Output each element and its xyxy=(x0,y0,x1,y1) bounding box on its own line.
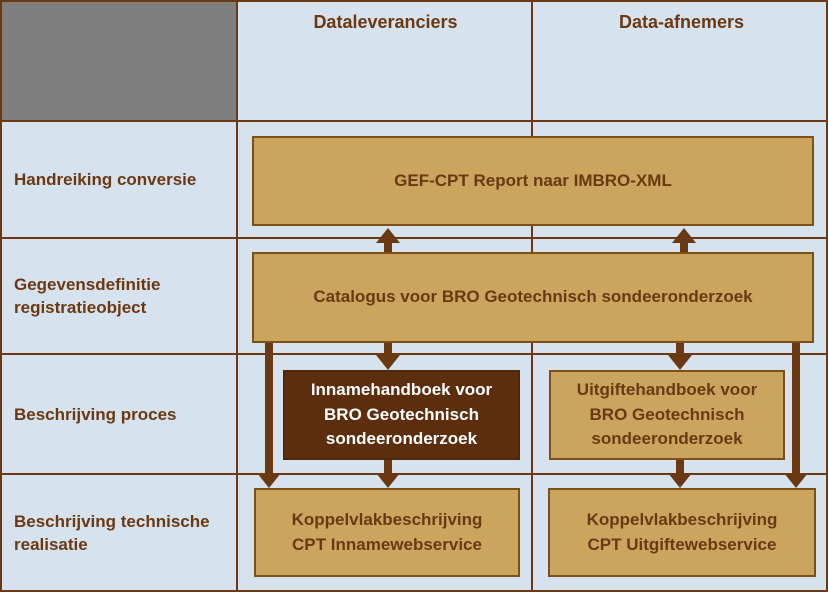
arrow-shaft xyxy=(680,241,688,252)
grid-hline-row2 xyxy=(2,353,826,355)
arrowhead-up-icon xyxy=(376,228,400,243)
arrow-catalogus-to-gef-right xyxy=(672,228,696,252)
arrow-innamehandboek-to-koppelvlak xyxy=(376,460,400,488)
box-koppelvlak-uitgiftewebservice: Koppelvlakbeschrijving CPT Uitgiftewebse… xyxy=(548,488,816,577)
box-gef-cpt-report: GEF-CPT Report naar IMBRO-XML xyxy=(252,136,814,226)
corner-cell xyxy=(2,2,238,122)
arrowhead-up-icon xyxy=(672,228,696,243)
arrow-catalogus-to-gef-left xyxy=(376,228,400,252)
column-header-label: Data-afnemers xyxy=(618,12,745,32)
grid-hline-row1 xyxy=(2,237,826,239)
arrow-uitgiftehandboek-to-koppelvlak xyxy=(668,460,692,488)
row-label-gegevensdefinitie-registratieobject: Gegevensdefinitie registratieobject xyxy=(2,239,238,355)
row-label-text: Handreiking conversie xyxy=(14,170,197,190)
box-koppelvlak-innamewebservice: Koppelvlakbeschrijving CPT Innamewebserv… xyxy=(254,488,520,577)
row-label-handreiking-conversie: Handreiking conversie xyxy=(2,122,238,239)
arrowhead-down-icon xyxy=(257,473,281,488)
arrowhead-down-icon xyxy=(376,473,400,488)
arrow-catalogus-to-koppelvlak-inname-long xyxy=(257,343,281,488)
arrow-shaft xyxy=(384,241,392,252)
row-label-text: Gegevensdefinitie registratieobject xyxy=(14,275,161,317)
box-catalogus: Catalogus voor BRO Geotechnisch sondeero… xyxy=(252,252,814,343)
box-label: Catalogus voor BRO Geotechnisch sondeero… xyxy=(313,287,753,307)
box-uitgiftehandboek: Uitgiftehandboek voor BRO Geotechnisch s… xyxy=(549,370,785,460)
arrow-catalogus-to-uitgiftehandboek xyxy=(668,343,692,370)
arrow-shaft xyxy=(384,343,392,357)
arrow-shaft xyxy=(384,460,392,475)
arrow-shaft xyxy=(676,460,684,475)
column-header-label: Dataleveranciers xyxy=(313,12,458,32)
arrow-shaft xyxy=(265,343,273,475)
box-innamehandboek: Innamehandboek voor BRO Geotechnisch son… xyxy=(283,370,520,460)
column-header-dataleveranciers: Dataleveranciers xyxy=(238,2,533,52)
arrow-shaft xyxy=(676,343,684,357)
box-label: Koppelvlakbeschrijving CPT Uitgiftewebse… xyxy=(586,509,778,554)
arrow-shaft xyxy=(792,343,800,475)
box-label: Koppelvlakbeschrijving CPT Innamewebserv… xyxy=(291,509,483,554)
box-label: GEF-CPT Report naar IMBRO-XML xyxy=(394,170,672,190)
grid-hline-row3 xyxy=(2,473,826,475)
arrow-catalogus-to-innamehandboek xyxy=(376,343,400,370)
row-label-text: Beschrijving technische realisatie xyxy=(14,511,210,554)
grid-vline-labels-col xyxy=(236,2,238,590)
arrowhead-down-icon xyxy=(668,355,692,370)
arrowhead-down-icon xyxy=(668,473,692,488)
row-label-beschrijving-proces: Beschrijving proces xyxy=(2,355,238,475)
row-label-beschrijving-technische-realisatie: Beschrijving technische realisatie xyxy=(2,475,238,590)
box-label: Uitgiftehandboek voor BRO Geotechnisch s… xyxy=(576,380,758,449)
box-label: Innamehandboek voor BRO Geotechnisch son… xyxy=(310,380,493,449)
arrow-catalogus-to-koppelvlak-uitgifte-long xyxy=(784,343,808,488)
arrowhead-down-icon xyxy=(376,355,400,370)
column-header-data-afnemers: Data-afnemers xyxy=(533,2,826,52)
arrowhead-down-icon xyxy=(784,473,808,488)
row-label-text: Beschrijving proces xyxy=(14,404,177,424)
grid-hline-header xyxy=(2,120,826,122)
